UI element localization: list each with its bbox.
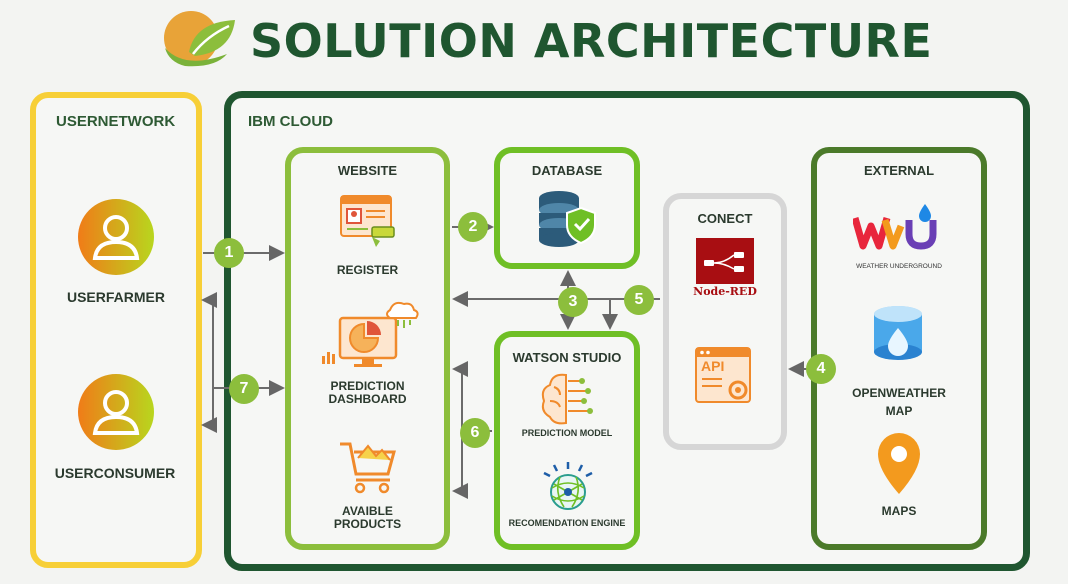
recommendation-engine-label: RECOMENDATION ENGINE [508, 518, 626, 528]
userconsumer-label: USERCONSUMER [54, 465, 176, 481]
connect-label: CONECT [697, 211, 753, 226]
register-form-icon [340, 195, 395, 247]
watson-globe-icon [543, 462, 593, 510]
consumer-user-icon [78, 374, 154, 450]
step-badge-1: 1 [214, 238, 244, 268]
step-badge-5: 5 [624, 285, 654, 315]
prediction-dashboard-icon [322, 301, 419, 367]
api-card-icon: API [694, 346, 754, 404]
step-badge-4: 4 [806, 354, 836, 384]
node-red-label: Node-RED [693, 285, 757, 298]
farmer-user-icon [78, 199, 154, 275]
step-badge-6: 6 [460, 418, 490, 448]
database-label: DATABASE [531, 163, 603, 178]
prediction-dashboard-label-1: PREDICTION [330, 379, 405, 393]
connect-panel [663, 193, 787, 450]
website-label: WEBSITE [337, 163, 398, 178]
page-title: SOLUTION ARCHITECTURE [250, 14, 933, 68]
maps-label: MAPS [881, 504, 917, 518]
openweather-label-2: MAP [885, 404, 913, 418]
available-products-label-1: AVAIBLE [342, 504, 393, 518]
shopping-cart-icon [340, 442, 396, 494]
database-shield-icon [539, 191, 596, 247]
openweather-label-1: OPENWEATHER [852, 386, 946, 400]
prediction-model-label: PREDICTION MODEL [521, 428, 613, 438]
node-red-icon [696, 238, 754, 284]
available-products-label-2: PRODUCTS [333, 517, 402, 531]
database-panel [494, 147, 640, 269]
watson-studio-panel [494, 331, 640, 550]
step-badge-2: 2 [458, 212, 488, 242]
api-text: API [701, 358, 725, 374]
brain-model-icon [541, 373, 593, 425]
prediction-dashboard-label-2: DASHBOARD [328, 392, 407, 406]
step-badge-3: 3 [558, 287, 588, 317]
ibm-cloud-label: IBM CLOUD [248, 113, 333, 130]
weather-underground-caption: WEATHER UNDERGROUND [856, 263, 942, 270]
weather-underground-icon [853, 204, 937, 250]
step-badge-7: 7 [229, 374, 259, 404]
watson-studio-label: WATSON STUDIO [512, 350, 622, 365]
map-pin-icon [878, 433, 920, 494]
leaf-logo-icon [164, 11, 235, 67]
usernetwork-panel [30, 92, 202, 568]
register-label: REGISTER [336, 263, 399, 277]
openweather-icon [874, 306, 922, 360]
external-label: EXTERNAL [863, 163, 935, 178]
usernetwork-label: USERNETWORK [56, 113, 176, 130]
userfarmer-label: USERFARMER [66, 289, 165, 305]
